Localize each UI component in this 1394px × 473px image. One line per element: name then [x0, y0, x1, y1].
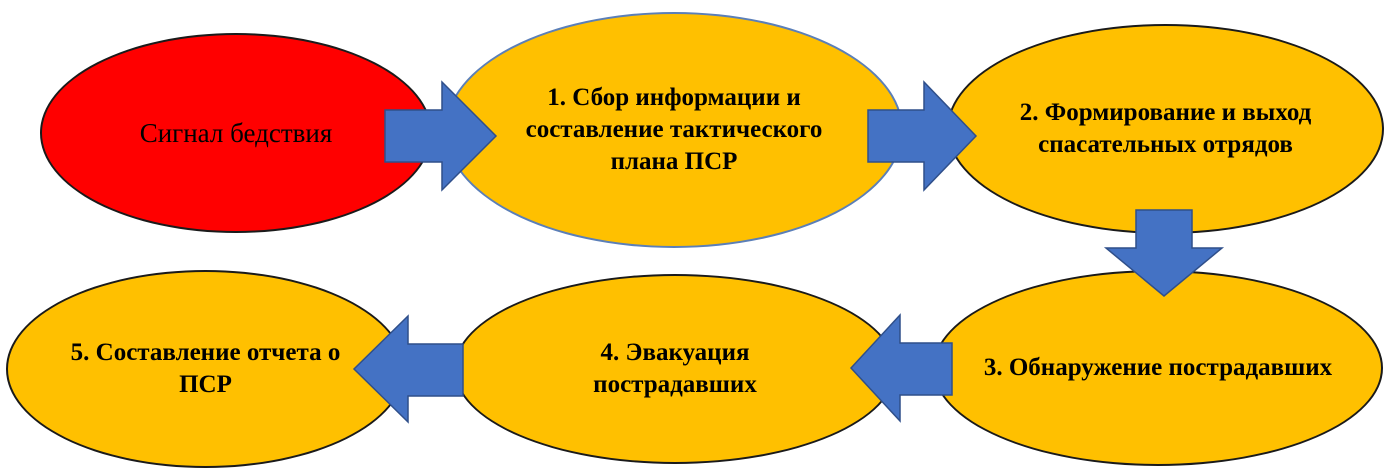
arrow-step3-to-step4 — [849, 313, 953, 423]
node-step-2-label: 2. Формирование и выход спасательных отр… — [1019, 99, 1312, 158]
arrow-step2-to-step3 — [1103, 209, 1225, 297]
arrow-start-to-step1 — [384, 80, 498, 192]
node-step-3-label: 3. Обнаружение пострадавших — [983, 354, 1333, 381]
node-step-1-label: 1. Сбор информации и составление тактиче… — [525, 84, 823, 175]
node-step-3-victim-detection: 3. Обнаружение пострадавших — [933, 270, 1383, 466]
node-distress-signal: Сигнал бедствия — [40, 33, 432, 233]
node-step-5-report: 5. Составление отчета о ПСР — [6, 270, 405, 468]
arrow-step4-to-step5 — [352, 314, 464, 424]
node-distress-signal-label: Сигнал бедствия — [139, 117, 333, 148]
node-step-5-label: 5. Составление отчета о ПСР — [70, 339, 341, 398]
node-step-4-evacuation: 4. Эвакуация пострадавших — [454, 274, 896, 464]
arrow-step1-to-step2 — [867, 80, 978, 192]
node-step-1-information-gathering: 1. Сбор информации и составление тактиче… — [445, 12, 903, 248]
node-step-4-label: 4. Эвакуация пострадавших — [593, 339, 757, 398]
